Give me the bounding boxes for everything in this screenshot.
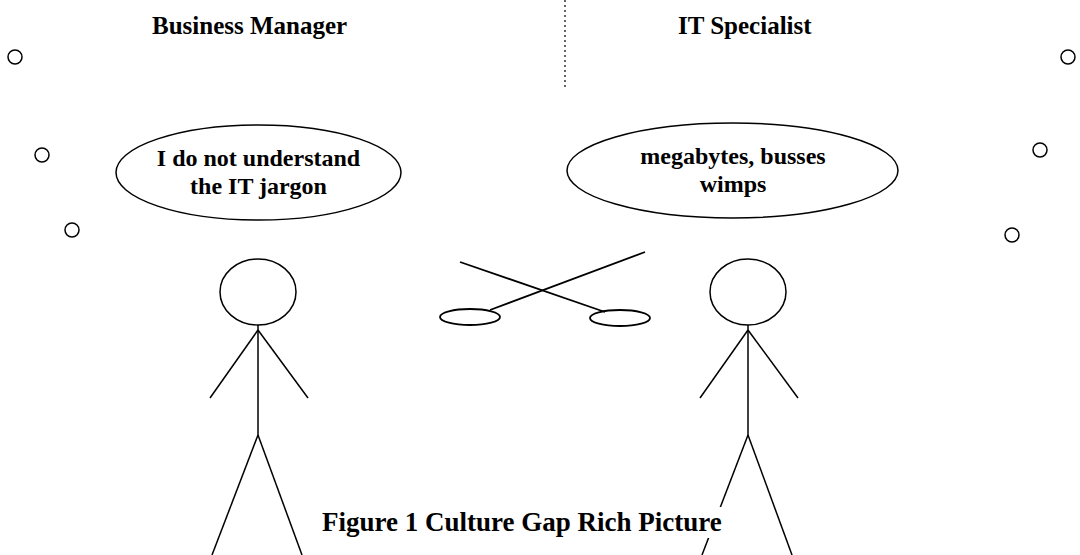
speech-bubble: I do not understand the IT jargon: [115, 124, 402, 221]
bubble-outline: [115, 124, 402, 221]
bubble-text: I do not understand the IT jargon: [156, 145, 361, 200]
bubble-text: megabytes, busses wimps: [613, 143, 853, 198]
speech-bubble: megabytes, busses wimps: [566, 122, 899, 219]
column-heading: Business Manager: [152, 12, 347, 40]
stick-figure-manager: [210, 259, 308, 555]
column-heading: IT Specialist: [678, 12, 812, 40]
bubble-outline: [566, 122, 899, 219]
crossed-swords: [440, 252, 650, 326]
figure-caption: Figure 1 Culture Gap Rich Picture: [318, 507, 726, 538]
thought-circles: [8, 50, 1075, 242]
divider-line: [564, 0, 565, 90]
